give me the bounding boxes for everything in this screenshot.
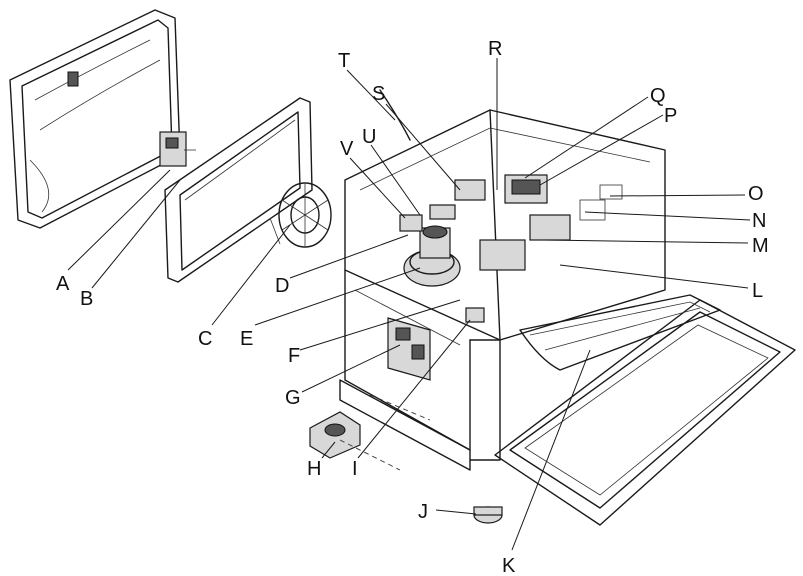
part-oven-cavity <box>339 109 666 471</box>
part-control-boards <box>479 174 623 271</box>
leader-lines <box>67 58 751 551</box>
label-f: F <box>288 345 300 367</box>
part-terminal-blocks <box>379 89 486 232</box>
label-d: D <box>275 275 289 297</box>
label-b: B <box>80 288 93 310</box>
label-u: U <box>362 126 376 148</box>
part-door-panel <box>494 299 796 526</box>
label-n: N <box>752 210 766 232</box>
label-j: J <box>418 501 428 523</box>
part-bracket <box>465 307 485 323</box>
part-fan-guard <box>269 182 332 248</box>
part-labels: A B C D E F G H I J K L M N O P Q R S T … <box>56 38 769 576</box>
part-pcb <box>387 317 431 381</box>
label-v: V <box>340 138 354 160</box>
label-q: Q <box>650 85 666 107</box>
label-m: M <box>752 235 769 257</box>
label-e: E <box>240 328 253 350</box>
label-k: K <box>502 555 516 576</box>
part-heating-element <box>519 294 721 371</box>
label-h: H <box>307 458 321 480</box>
part-sensor <box>473 506 503 524</box>
label-c: C <box>198 328 212 350</box>
label-p: P <box>664 105 677 127</box>
part-outer-shell <box>9 9 181 229</box>
assembly-lines <box>339 394 431 471</box>
label-a: A <box>56 273 70 295</box>
label-i: I <box>352 458 358 480</box>
part-front-frame <box>164 97 313 283</box>
label-g: G <box>285 387 301 409</box>
label-s: S <box>372 83 385 105</box>
part-switch <box>159 131 196 167</box>
label-o: O <box>748 183 764 205</box>
part-fan-unit <box>309 411 361 459</box>
label-t: T <box>338 50 350 72</box>
label-l: L <box>752 280 763 302</box>
label-r: R <box>488 38 502 60</box>
part-motor-assembly <box>403 225 461 287</box>
